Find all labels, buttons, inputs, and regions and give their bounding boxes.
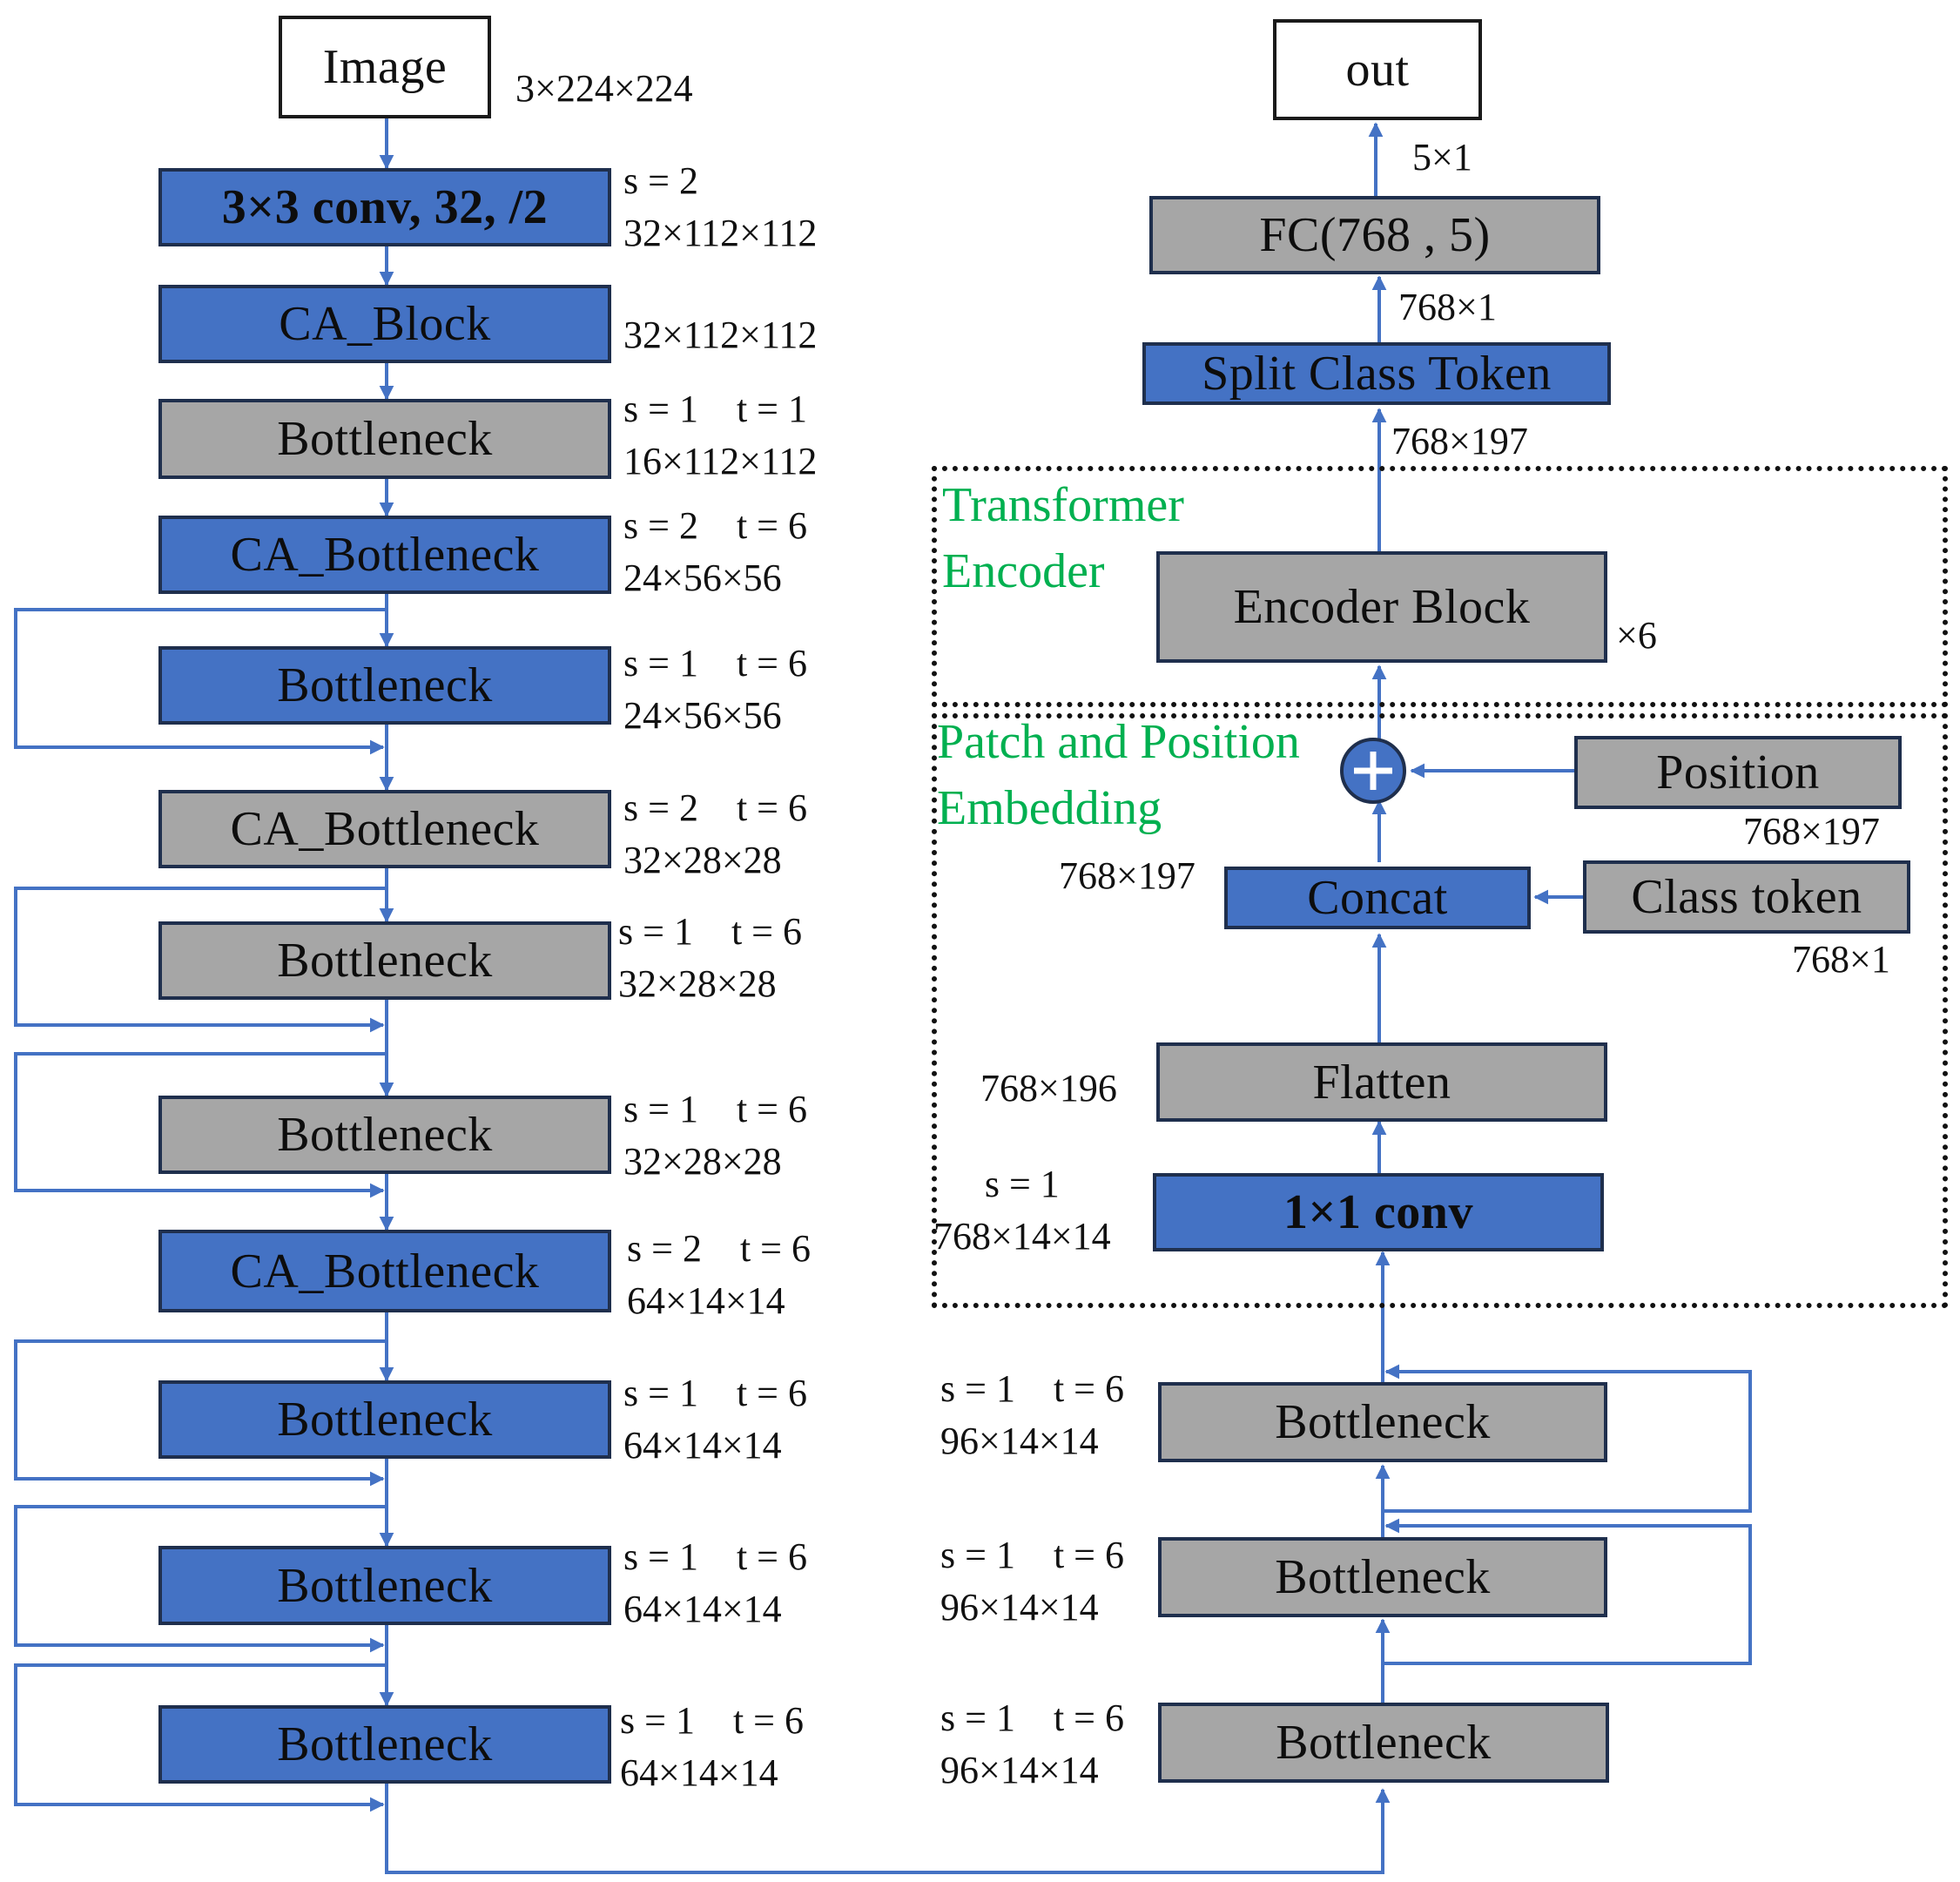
image-input-box: Image — [279, 16, 491, 118]
concat-block: Concat — [1224, 867, 1531, 929]
bottleneck-block: Bottleneck — [1158, 1703, 1609, 1783]
residual-arrow — [1383, 1518, 1752, 1665]
residual-arrow — [14, 1052, 387, 1198]
transformer-encoder-frame — [932, 466, 1948, 707]
conv3x3-block: 3×3 conv, 32, /2 — [158, 168, 611, 246]
ca-block-annotation: 32×112×112 — [623, 314, 818, 356]
transformer-encoder-title: Transformer Encoder — [942, 478, 1184, 598]
patch-position-embedding-frame — [932, 713, 1948, 1308]
bottleneck-block: Bottleneck — [158, 921, 611, 1000]
bottleneck-block: Bottleneck — [158, 399, 611, 479]
split-class-token-block: Split Class Token — [1142, 342, 1611, 405]
position-shape-label: 768×197 — [1743, 810, 1880, 853]
output-box: out — [1273, 19, 1482, 120]
bottleneck-block: Bottleneck — [158, 1705, 611, 1784]
bottleneck-block: Bottleneck — [158, 1546, 611, 1625]
bottleneck-block: Bottleneck — [158, 646, 611, 725]
position-embedding-block: Position — [1574, 736, 1902, 809]
ca-bottleneck-block: CA_Bottleneck — [158, 1230, 611, 1312]
ca-bottleneck-block: CA_Bottleneck — [158, 516, 611, 594]
input-shape-label: 3×224×224 — [515, 67, 693, 110]
encoder-block: Encoder Block — [1156, 551, 1607, 663]
embedding-title: Patch and Position Embedding — [937, 715, 1300, 835]
ca-block: CA_Block — [158, 285, 611, 363]
conv1x1-block: 1×1 conv — [1153, 1173, 1604, 1251]
flow-arrow — [385, 1784, 1391, 1874]
add-node — [1340, 738, 1406, 804]
residual-arrow — [14, 1339, 387, 1487]
encoder-output-shape-label: 768×197 — [1391, 420, 1528, 462]
residual-arrow — [1383, 1364, 1752, 1513]
class-token-block: Class token — [1583, 860, 1910, 934]
fc-block: FC(768 , 5) — [1149, 196, 1600, 274]
class-token-shape-label: 768×1 — [1792, 938, 1890, 981]
bottleneck-block: Bottleneck — [1158, 1537, 1607, 1617]
fc-input-shape-label: 768×1 — [1398, 286, 1497, 328]
flatten-shape-label: 768×196 — [980, 1067, 1117, 1110]
flatten-block: Flatten — [1156, 1042, 1607, 1122]
residual-arrow — [14, 1663, 387, 1812]
bottleneck-block: Bottleneck — [1158, 1382, 1607, 1462]
ca-bottleneck-block: CA_Bottleneck — [158, 790, 611, 868]
residual-arrow — [14, 887, 387, 1033]
bottleneck-block: Bottleneck — [158, 1380, 611, 1459]
concat-shape-label: 768×197 — [1059, 854, 1196, 897]
bottleneck-block: Bottleneck — [158, 1096, 611, 1174]
residual-arrow — [14, 1505, 387, 1653]
encoder-repeat-label: ×6 — [1616, 614, 1657, 657]
residual-arrow — [14, 608, 387, 755]
output-shape-label: 5×1 — [1412, 136, 1472, 179]
